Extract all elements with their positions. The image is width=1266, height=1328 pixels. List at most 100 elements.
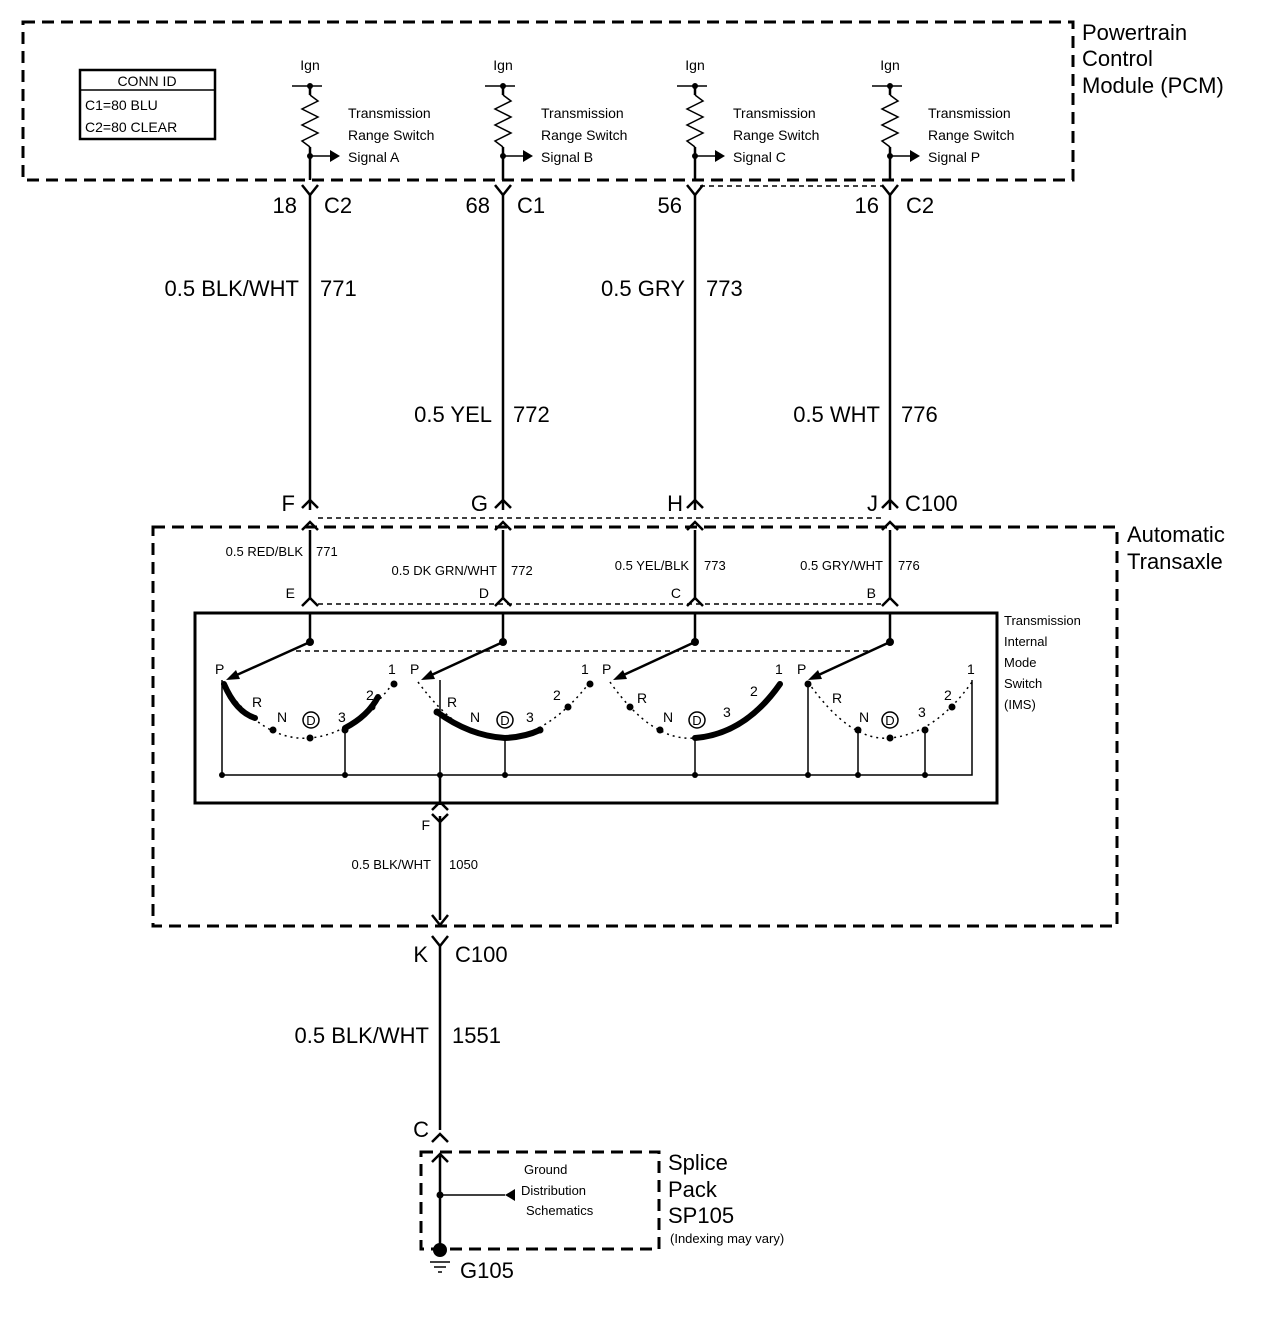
ground-icon	[430, 1243, 450, 1273]
pcm-connectors	[301, 184, 899, 198]
pos-d: D	[692, 713, 701, 728]
pcm-circuit-p: Ign Transmission Range Switch Signal P	[872, 57, 1014, 180]
ign-label: Ign	[493, 57, 512, 73]
splice-title-line-2: Pack	[668, 1177, 718, 1202]
pcm-conn-c2-a: C2	[324, 193, 352, 218]
pos-r: R	[447, 694, 457, 710]
ta-wire-776-circuit: 776	[898, 558, 920, 573]
pos-2: 2	[750, 683, 758, 699]
pos-p: P	[215, 661, 224, 677]
wire-1050-circuit: 1050	[449, 857, 478, 872]
signal-a-line-3: Signal A	[348, 149, 400, 165]
wire-1050-color: 0.5 BLK/WHT	[352, 857, 432, 872]
ims-label-line-1: Transmission	[1004, 613, 1081, 628]
transaxle-title-line-1: Automatic	[1127, 522, 1225, 547]
signal-b-line-1: Transmission	[541, 105, 624, 121]
pcm-pin-16: 16	[855, 193, 879, 218]
conn-id-box: CONN ID C1=80 BLU C2=80 CLEAR	[78, 68, 217, 141]
wire-1551-color: 0.5 BLK/WHT	[295, 1023, 429, 1048]
pos-p: P	[410, 661, 419, 677]
wire-772-circuit: 772	[513, 402, 550, 427]
pos-r: R	[637, 690, 647, 706]
pcm-title-line-1: Powertrain	[1082, 20, 1187, 45]
ims-switch-b: P R N D 3 2 1	[410, 661, 594, 778]
ims-label-line-3: Mode	[1004, 655, 1037, 670]
c100-top-label: C100	[905, 491, 958, 516]
pcm-circuit-a: Ign Transmission Range Switch Signal A	[292, 57, 434, 180]
wire-776-color: 0.5 WHT	[793, 402, 880, 427]
ims-ground-pin-f: F	[421, 817, 430, 833]
pos-3: 3	[526, 709, 534, 725]
ign-label: Ign	[685, 57, 704, 73]
transaxle-boundary	[151, 525, 1119, 928]
ims-label-line-2: Internal	[1004, 634, 1047, 649]
wire-772-color: 0.5 YEL	[414, 402, 492, 427]
splice-connector	[431, 1132, 449, 1250]
pos-r: R	[252, 694, 262, 710]
pos-p: P	[602, 661, 611, 677]
upper-wires	[308, 195, 892, 510]
drive-circle-icon	[688, 711, 706, 729]
splice-note: (Indexing may vary)	[670, 1231, 784, 1246]
drive-circle-icon	[302, 711, 320, 729]
ground-ref-line-2: Distribution	[521, 1183, 586, 1198]
transaxle-title-line-2: Transaxle	[1127, 549, 1223, 574]
pcm-conn-c2-b: C2	[906, 193, 934, 218]
signal-b-line-2: Range Switch	[541, 127, 627, 143]
drive-circle-icon	[496, 711, 514, 729]
signal-c-line-3: Signal C	[733, 149, 786, 165]
splice-pin-c: C	[413, 1117, 429, 1142]
pos-n: N	[859, 709, 869, 725]
splice-title-line-3: SP105	[668, 1203, 734, 1228]
ims-switch-a: P R N D 3 2 1	[215, 661, 398, 778]
signal-c-line-1: Transmission	[733, 105, 816, 121]
ims-wipers	[226, 612, 894, 680]
pos-1: 1	[967, 661, 975, 677]
pos-d: D	[885, 713, 894, 728]
ground-ref-line-3: Schematics	[526, 1203, 594, 1218]
ims-ground-bus	[221, 680, 973, 805]
ims-switch-c: P R N D 3 2 1	[602, 661, 783, 778]
pos-2: 2	[944, 687, 952, 703]
pos-1: 1	[388, 661, 396, 677]
signal-p-line-1: Transmission	[928, 105, 1011, 121]
signal-p-line-2: Range Switch	[928, 127, 1014, 143]
pcm-circuit-c: Ign Transmission Range Switch Signal C	[677, 57, 819, 180]
ims-label-line-4: Switch	[1004, 676, 1042, 691]
c100-pin-h: H	[667, 491, 683, 516]
ta-wire-772-color: 0.5 DK GRN/WHT	[392, 563, 498, 578]
splice-title-line-1: Splice	[668, 1150, 728, 1175]
conn-id-c1: C1=80 BLU	[85, 97, 158, 113]
pcm-boundary	[21, 20, 1075, 182]
pcm-circuit-b: Ign Transmission Range Switch Signal B	[485, 57, 627, 180]
wire-776-circuit: 776	[901, 402, 938, 427]
ims-label-line-5: (IMS)	[1004, 697, 1036, 712]
conn-id-header: CONN ID	[117, 73, 176, 89]
signal-b-line-3: Signal B	[541, 149, 593, 165]
pos-n: N	[663, 709, 673, 725]
ground-distribution-ref	[436, 1189, 515, 1201]
ground-label: G105	[460, 1258, 514, 1283]
pos-2: 2	[366, 687, 374, 703]
pos-1: 1	[581, 661, 589, 677]
pos-3: 3	[918, 704, 926, 720]
pcm-title-line-3: Module (PCM)	[1082, 73, 1224, 98]
pos-d: D	[500, 713, 509, 728]
pos-n: N	[277, 709, 287, 725]
c100-pin-j: J	[867, 491, 878, 516]
pos-d: D	[306, 713, 315, 728]
ta-wire-771-color: 0.5 RED/BLK	[226, 544, 304, 559]
pcm-pin-56: 56	[658, 193, 682, 218]
ims-switch-box	[193, 611, 999, 805]
wire-1551-circuit: 1551	[452, 1023, 501, 1048]
ta-pin-c: C	[671, 585, 681, 601]
ims-switch-p: P R N D 3 2 1	[797, 661, 975, 778]
ground-ref-line-1: Ground	[524, 1162, 567, 1177]
c100-pin-g: G	[471, 491, 488, 516]
ta-wire-776-color: 0.5 GRY/WHT	[800, 558, 883, 573]
pcm-pin-18: 18	[273, 193, 297, 218]
pos-1: 1	[775, 661, 783, 677]
wire-773-color: 0.5 GRY	[601, 276, 685, 301]
ta-wire-772-circuit: 772	[511, 563, 533, 578]
